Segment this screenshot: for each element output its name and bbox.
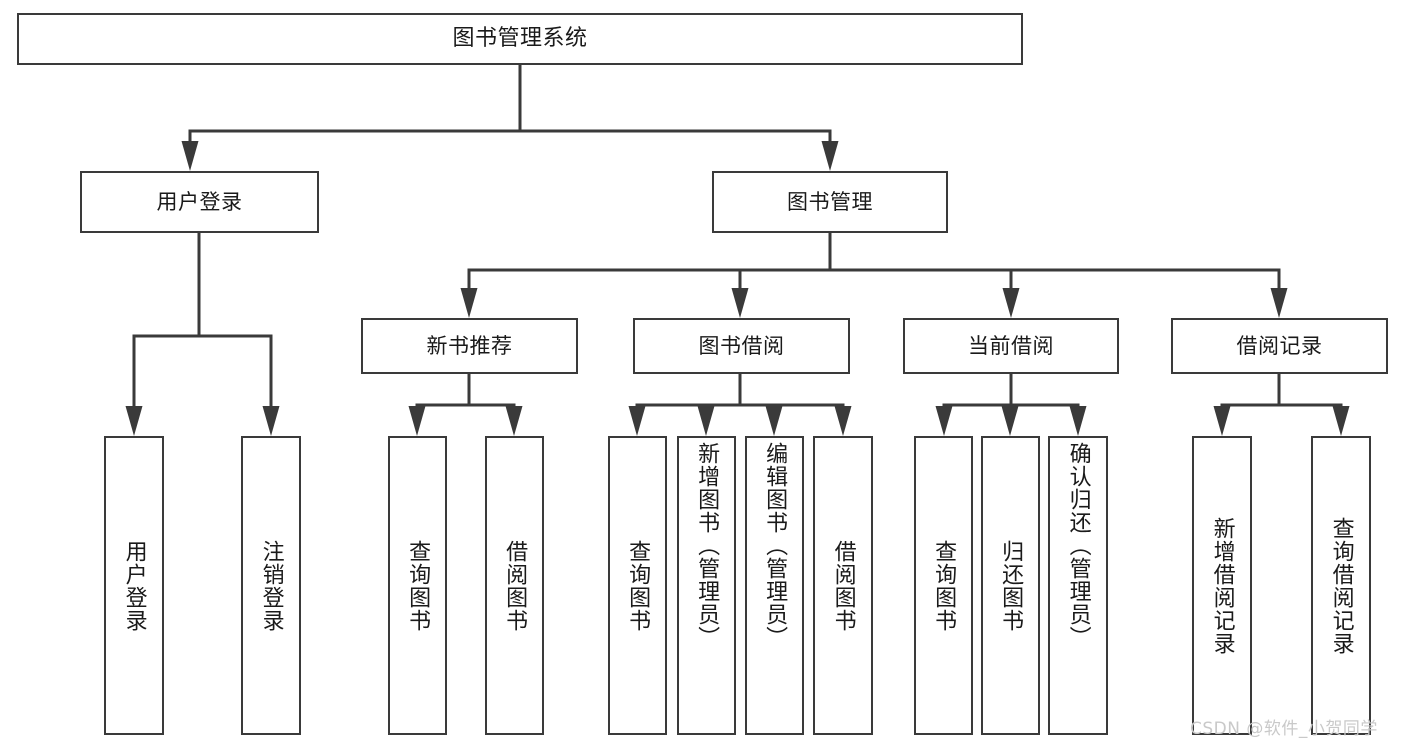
node-label-new-book-rec: 新书推荐 bbox=[426, 333, 513, 358]
arrowhead-current-borrow-to-leaves-2 bbox=[1069, 406, 1087, 436]
arrowhead-book-manage-to-level2-0 bbox=[460, 288, 478, 318]
node-label-leaf-query-book-2: 查询图书 bbox=[625, 539, 651, 632]
node-borrow-record[interactable]: 借阅记录 bbox=[1171, 318, 1388, 374]
node-book-borrow[interactable]: 图书借阅 bbox=[633, 318, 850, 374]
node-leaf-query-book-3[interactable]: 查询图书 bbox=[914, 436, 973, 735]
node-label-leaf-query-record: 查询借阅记录 bbox=[1328, 516, 1354, 655]
node-label-leaf-add-book: 新增图书（管理员） bbox=[694, 442, 720, 649]
node-current-borrow[interactable]: 当前借阅 bbox=[903, 318, 1119, 374]
arrowhead-book-manage-to-level2-2 bbox=[1002, 288, 1020, 318]
node-label-leaf-query-book-1: 查询图书 bbox=[405, 539, 431, 632]
arrowhead-book-manage-to-level2-3 bbox=[1270, 288, 1288, 318]
arrowhead-borrow-record-to-leaves-0 bbox=[1213, 406, 1231, 436]
node-leaf-logout[interactable]: 注销登录 bbox=[241, 436, 301, 735]
node-label-user-login: 用户登录 bbox=[156, 189, 243, 214]
node-leaf-query-record[interactable]: 查询借阅记录 bbox=[1311, 436, 1371, 735]
arrowhead-user-login-to-leaves-0 bbox=[125, 406, 143, 436]
node-label-leaf-borrow-book-1: 借阅图书 bbox=[502, 539, 528, 632]
node-leaf-confirm-return[interactable]: 确认归还（管理员） bbox=[1048, 436, 1108, 735]
node-label-leaf-query-book-3: 查询图书 bbox=[931, 539, 957, 632]
arrowhead-root-to-level1-0 bbox=[181, 141, 199, 171]
node-label-leaf-logout: 注销登录 bbox=[258, 539, 284, 632]
node-leaf-add-record[interactable]: 新增借阅记录 bbox=[1192, 436, 1252, 735]
node-leaf-add-book[interactable]: 新增图书（管理员） bbox=[677, 436, 736, 735]
node-leaf-query-book-1[interactable]: 查询图书 bbox=[388, 436, 447, 735]
node-label-current-borrow: 当前借阅 bbox=[968, 333, 1054, 358]
node-new-book-rec[interactable]: 新书推荐 bbox=[361, 318, 578, 374]
node-leaf-user-login[interactable]: 用户登录 bbox=[104, 436, 164, 735]
node-label-book-manage: 图书管理 bbox=[787, 189, 873, 214]
node-label-leaf-return-book: 归还图书 bbox=[998, 539, 1024, 632]
node-label-book-borrow: 图书借阅 bbox=[698, 333, 785, 358]
arrowhead-borrow-record-to-leaves-1 bbox=[1332, 406, 1350, 436]
node-label-leaf-borrow-book-2: 借阅图书 bbox=[830, 539, 856, 632]
node-leaf-return-book[interactable]: 归还图书 bbox=[981, 436, 1040, 735]
arrowhead-book-borrow-to-leaves-0 bbox=[628, 406, 646, 436]
node-root[interactable]: 图书管理系统 bbox=[17, 13, 1023, 65]
arrowhead-book-manage-to-level2-1 bbox=[731, 288, 749, 318]
node-label-leaf-edit-book: 编辑图书（管理员） bbox=[762, 442, 788, 649]
arrowhead-current-borrow-to-leaves-1 bbox=[1001, 406, 1019, 436]
arrowhead-current-borrow-to-leaves-0 bbox=[935, 406, 953, 436]
node-leaf-edit-book[interactable]: 编辑图书（管理员） bbox=[745, 436, 804, 735]
arrowhead-root-to-level1-1 bbox=[821, 141, 839, 171]
arrowhead-book-borrow-to-leaves-2 bbox=[765, 406, 783, 436]
arrowhead-user-login-to-leaves-1 bbox=[262, 406, 280, 436]
node-leaf-borrow-book-2[interactable]: 借阅图书 bbox=[813, 436, 873, 735]
node-leaf-borrow-book-1[interactable]: 借阅图书 bbox=[485, 436, 544, 735]
node-user-login[interactable]: 用户登录 bbox=[80, 171, 319, 233]
node-label-leaf-user-login: 用户登录 bbox=[121, 539, 147, 632]
node-leaf-query-book-2[interactable]: 查询图书 bbox=[608, 436, 667, 735]
arrowhead-new-book-rec-to-leaves-0 bbox=[408, 406, 426, 436]
node-label-leaf-confirm-return: 确认归还（管理员） bbox=[1065, 442, 1091, 649]
node-label-leaf-add-record: 新增借阅记录 bbox=[1209, 516, 1235, 655]
arrowhead-book-borrow-to-leaves-3 bbox=[834, 406, 852, 436]
arrowhead-new-book-rec-to-leaves-1 bbox=[505, 406, 523, 436]
node-label-borrow-record: 借阅记录 bbox=[1236, 333, 1323, 358]
node-book-manage[interactable]: 图书管理 bbox=[712, 171, 948, 233]
arrowhead-book-borrow-to-leaves-1 bbox=[697, 406, 715, 436]
node-label-root: 图书管理系统 bbox=[452, 26, 588, 52]
